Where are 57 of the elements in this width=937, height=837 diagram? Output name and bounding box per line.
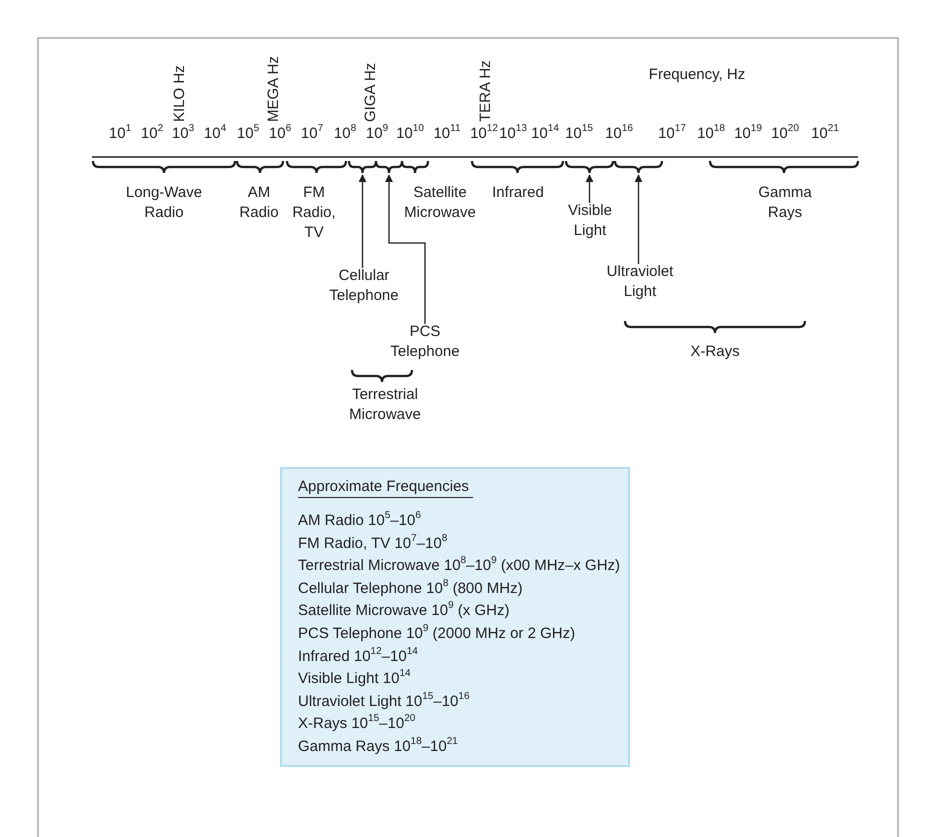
leader-arrow <box>586 174 594 203</box>
frequency-entry: Cellular Telephone 10$^{8}$ (800 MHz) <box>298 578 523 599</box>
tick-label: 10$^{20}$ <box>770 124 800 144</box>
callout-label: Visible Light <box>557 201 623 241</box>
tick-label: 10$^{11}$ <box>432 124 462 144</box>
tick-label: 10$^{17}$ <box>657 124 687 144</box>
tick-label: 10$^{1}$ <box>108 124 132 144</box>
frequency-entry: Infrared 10$^{12}$–10$^{14}$ <box>298 646 418 667</box>
tick-label: 10$^{21}$ <box>810 124 840 144</box>
band-label: FM Radio, TV <box>291 183 337 243</box>
frequency-entry: Ultraviolet Light 10$^{15}$–10$^{16}$ <box>298 692 470 712</box>
unit-label: MEGA Hz <box>264 56 282 122</box>
tick-label: 10$^{6}$ <box>268 124 292 144</box>
band-label: Long-Wave Radio <box>124 183 204 223</box>
bracket <box>374 160 404 174</box>
band-label: AM Radio <box>238 183 280 223</box>
unit-label: GIGA Hz <box>362 62 378 122</box>
leader-arrow <box>358 174 366 268</box>
frequency-entry: PCS Telephone 10$^{9}$ (2000 MHz or 2 GHz) <box>298 624 576 644</box>
leader-arrow <box>634 174 642 264</box>
bracket <box>564 160 614 174</box>
unit-label: TERA Hz <box>476 60 494 122</box>
tick-label: 10$^{2}$ <box>140 124 164 144</box>
tick-label: 10$^{8}$ <box>332 124 358 144</box>
callout-label: Ultraviolet Light <box>596 262 684 302</box>
tick-label: 10$^{3}$ <box>170 124 196 144</box>
tick-label: 10$^{4}$ <box>202 124 228 144</box>
panel-heading: Approximate Frequencies <box>298 477 473 498</box>
callout-label: Cellular Telephone <box>320 266 408 306</box>
bracket <box>348 160 378 174</box>
tick-label: 10$^{10}$ <box>395 124 425 144</box>
tick-label: 10$^{19}$ <box>733 124 763 144</box>
bracket <box>614 160 664 174</box>
tick-label: 10$^{14}$ <box>530 124 560 144</box>
band-label: Satellite Microwave <box>403 183 477 223</box>
band-label: Infrared <box>491 183 545 203</box>
unit-label: KILO Hz <box>170 65 188 122</box>
frequency-entry: Visible Light 10$^{14}$ <box>298 669 411 690</box>
tick-label: 10$^{16}$ <box>604 124 634 144</box>
callout-label: PCS Telephone <box>381 322 469 362</box>
band-label: X-Rays <box>689 342 741 362</box>
tick-label: 10$^{18}$ <box>696 124 726 144</box>
tick-label: 10$^{7}$ <box>300 124 324 144</box>
frequency-entry: AM Radio 10$^{5}$–10$^{6}$ <box>298 511 421 531</box>
frequency-entry: Satellite Microwave 10$^{9}$ (x GHz) <box>298 601 510 622</box>
tick-label: 10$^{5}$ <box>236 124 260 144</box>
tick-label: 10$^{15}$ <box>564 124 594 144</box>
band-label: Terrestrial Microwave <box>348 385 422 425</box>
axis-title: Frequency, Hz <box>648 65 746 85</box>
band-label: Gamma Rays <box>757 183 813 223</box>
frequency-entry: Gamma Rays 10$^{18}$–10$^{21}$ <box>298 737 458 757</box>
tick-label: 10$^{9}$ <box>364 124 390 144</box>
info-panel <box>280 467 630 767</box>
frequency-entry: X-Rays 10$^{15}$–10$^{20}$ <box>298 714 416 734</box>
frequency-entry: Terrestrial Microwave 10$^{8}$–10$^{9}$ (x00 MHz–x GHz) <box>298 556 620 576</box>
leader-arrow <box>385 174 426 324</box>
frequency-entry: FM Radio, TV 10$^{7}$–10$^{8}$ <box>298 534 448 554</box>
